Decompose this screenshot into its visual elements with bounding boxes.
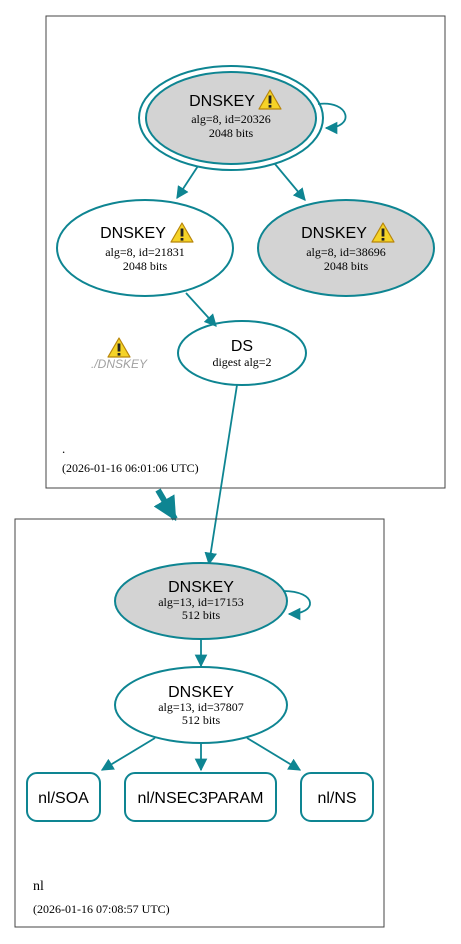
root-zsk-bits: 2048 bits bbox=[123, 259, 168, 273]
record-ns[interactable]: nl/NS bbox=[300, 772, 374, 822]
delegation-edge bbox=[153, 488, 178, 522]
zone-nl-cluster: DNSKEY alg=13, id=17153 512 bits DNSKEY … bbox=[14, 518, 385, 928]
record-soa[interactable]: nl/SOA bbox=[26, 772, 101, 822]
dnskey-warning-label: ./DNSKEY bbox=[91, 357, 148, 371]
nl-zsk-node[interactable]: DNSKEY alg=13, id=37807 512 bits bbox=[114, 666, 288, 744]
zone-nl-name: nl bbox=[33, 879, 44, 894]
ds-node[interactable]: DS digest alg=2 bbox=[177, 320, 307, 386]
dnskey-response-warning[interactable]: ./DNSKEY bbox=[91, 337, 148, 371]
nl-ksk-node[interactable]: DNSKEY alg=13, id=17153 512 bits bbox=[114, 562, 311, 640]
zone-nl-timestamp: (2026-01-16 07:08:57 UTC) bbox=[33, 902, 170, 916]
zone-root-timestamp: (2026-01-16 06:01:06 UTC) bbox=[62, 461, 199, 475]
record-ns-label: nl/NS bbox=[317, 790, 356, 807]
edge-ksk-to-standby bbox=[274, 163, 306, 201]
root-ksk-alg: alg=8, id=20326 bbox=[191, 112, 271, 126]
root-zsk-node[interactable]: DNSKEY alg=8, id=21831 2048 bits bbox=[56, 199, 234, 297]
root-ksk-title: DNSKEY bbox=[189, 93, 255, 110]
record-nsec3param[interactable]: nl/NSEC3PARAM bbox=[124, 772, 277, 822]
nl-zsk-alg: alg=13, id=37807 bbox=[158, 700, 244, 714]
root-standby-title: DNSKEY bbox=[301, 225, 367, 242]
edge-zsk-to-ds bbox=[185, 292, 217, 327]
root-zsk-alg: alg=8, id=21831 bbox=[105, 245, 185, 259]
record-soa-label: nl/SOA bbox=[38, 790, 89, 807]
nl-ksk-self-edge bbox=[282, 590, 311, 621]
nl-ksk-title: DNSKEY bbox=[168, 579, 234, 596]
root-zsk-title: DNSKEY bbox=[100, 225, 166, 242]
edge-ds-to-nl-ksk bbox=[204, 384, 238, 566]
root-standby-bits: 2048 bits bbox=[324, 259, 369, 273]
nl-ksk-alg: alg=13, id=17153 bbox=[158, 595, 244, 609]
zone-root-cluster: DNSKEY alg=8, id=20326 2048 bits DNSKEY … bbox=[45, 15, 446, 489]
ds-digest: digest alg=2 bbox=[212, 355, 271, 369]
record-nsec3param-label: nl/NSEC3PARAM bbox=[138, 790, 264, 807]
edge-zsk-to-soa bbox=[100, 737, 156, 771]
root-ksk-self-edge bbox=[317, 102, 347, 135]
root-standby-alg: alg=8, id=38696 bbox=[306, 245, 386, 259]
ds-title: DS bbox=[231, 338, 253, 355]
root-ksk-node[interactable]: DNSKEY alg=8, id=20326 2048 bits bbox=[138, 65, 347, 171]
root-standby-key-node[interactable]: DNSKEY alg=8, id=38696 2048 bits bbox=[257, 199, 435, 297]
warning-icon bbox=[107, 337, 131, 358]
nl-zsk-bits: 512 bits bbox=[182, 713, 221, 727]
edge-zsk-to-ns bbox=[246, 737, 302, 771]
root-ksk-bits: 2048 bits bbox=[209, 126, 254, 140]
nl-ksk-bits: 512 bits bbox=[182, 608, 221, 622]
edge-ksk-to-zsk bbox=[176, 165, 199, 200]
nl-zsk-title: DNSKEY bbox=[168, 684, 234, 701]
zone-root-name: . bbox=[62, 441, 65, 456]
